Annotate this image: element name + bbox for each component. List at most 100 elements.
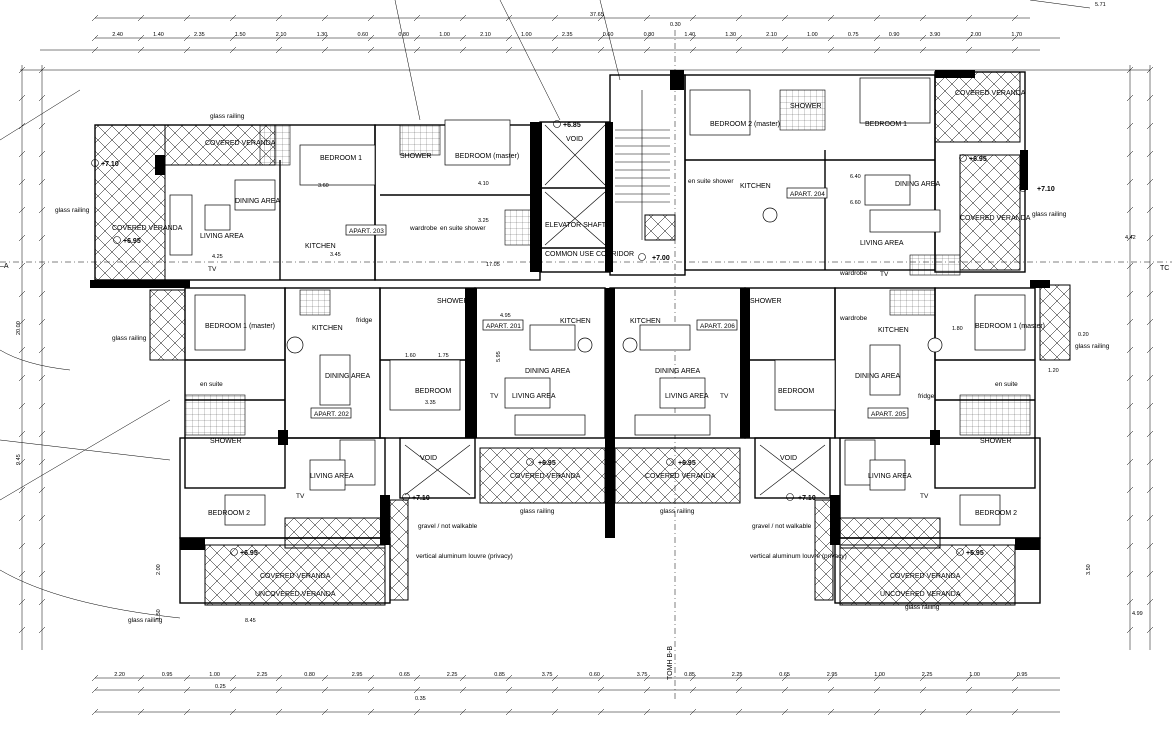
dimension-value: 6.40 — [850, 174, 861, 180]
label-section-tc: TC — [1160, 265, 1169, 272]
label-gravel-a: gravel / not walkable — [418, 523, 478, 530]
label-glass-railing-4: glass railing — [1032, 211, 1067, 218]
label-tv-e: TV — [296, 493, 305, 500]
level-marker: +6.95 — [969, 156, 987, 163]
dimension-value: 2.25 — [922, 672, 933, 678]
dimension-value: 0.80 — [398, 32, 409, 38]
level-marker: +7.10 — [1037, 186, 1055, 193]
dimension-value: 1.00 — [969, 672, 980, 678]
apartment-203: APART. 203 — [349, 228, 384, 235]
level-markers: +7.10 +6.85 +6.95 +7.00 +6.95 +6.95 +7.1… — [91, 120, 1055, 557]
dimension-value: 4.42 — [1125, 235, 1136, 241]
label-tv-b: TV — [880, 271, 889, 278]
dimension-value: 3.75 — [637, 672, 648, 678]
dimension-value: 3.75 — [542, 672, 553, 678]
dimension-value: 2.95 — [827, 672, 838, 678]
label-common-corridor: COMMON USE CORRIDOR — [545, 251, 634, 258]
dimension-value: 17.05 — [486, 262, 500, 268]
dimension-value: 1.00 — [439, 32, 450, 38]
dimension-value: 0.65 — [779, 672, 790, 678]
dimension-value: 20.00 — [16, 321, 22, 335]
label-dining-e: DINING AREA — [655, 368, 700, 375]
label-tv-c: TV — [490, 393, 499, 400]
level-marker: +6.95 — [123, 238, 141, 245]
dimension-value: 0.95 — [162, 672, 173, 678]
dimension-value: 1.75 — [438, 353, 449, 359]
dimension-value: 1.00 — [209, 672, 220, 678]
label-kitchen-b: KITCHEN — [740, 183, 771, 190]
label-kitchen-e: KITCHEN — [630, 318, 661, 325]
label-covered-veranda-8: COVERED VERANDA — [890, 573, 961, 580]
dimension-value: 6.60 — [850, 200, 861, 206]
label-living-e: LIVING AREA — [310, 473, 354, 480]
label-bedroom-2-b: BEDROOM 2 — [975, 510, 1017, 517]
level-marker: +7.10 — [798, 495, 816, 502]
dimension-value: 0.95 — [1017, 672, 1028, 678]
label-fridge-a: fridge — [356, 317, 373, 324]
dimension-value: 0.20 — [1078, 332, 1089, 338]
label-en-suite-shower-a: en suite shower — [440, 225, 486, 232]
level-marker: +6.95 — [966, 550, 984, 557]
label-en-suite-a: en suite — [200, 381, 223, 388]
label-dining-f: DINING AREA — [855, 373, 900, 380]
dimension-value: 2.25 — [257, 672, 268, 678]
dimension-value: 5.71 — [1095, 2, 1106, 8]
label-void-a: VOID — [566, 136, 583, 143]
label-elevator-shaft: ELEVATOR SHAFT — [545, 222, 607, 229]
label-louvre-b: vertical aluminum louvre (privacy) — [750, 553, 847, 560]
label-dining-d: DINING AREA — [525, 368, 570, 375]
dimension-value: 0.60 — [589, 672, 600, 678]
label-glass-railing-3: glass railing — [112, 335, 147, 342]
label-living-f: LIVING AREA — [868, 473, 912, 480]
dimension-value: 2.20 — [114, 672, 125, 678]
dimension-value: 9.45 — [16, 454, 22, 465]
dimension-value: 2.35 — [562, 32, 573, 38]
dimension-value: 0.85 — [684, 672, 695, 678]
level-marker: +6.95 — [240, 550, 258, 557]
dimension-value: 0.35 — [415, 696, 426, 702]
dimension-value: 5.95 — [496, 351, 502, 362]
dimension-lines — [0, 0, 1154, 716]
dimension-value: 0.65 — [399, 672, 410, 678]
level-marker: +6.85 — [563, 122, 581, 129]
dimension-value: 2.00 — [971, 32, 982, 38]
label-tv-f: TV — [920, 493, 929, 500]
dimension-value: 2.10 — [276, 32, 287, 38]
dimension-value: 3.60 — [318, 183, 329, 189]
room-labels: glass railing glass railing glass railin… — [0, 90, 1169, 680]
level-marker: +7.10 — [412, 495, 430, 502]
dimension-value: 0.75 — [848, 32, 859, 38]
dimension-value: 1.70 — [1011, 32, 1022, 38]
level-marker: +6.95 — [678, 460, 696, 467]
label-covered-veranda-3: COVERED VERANDA — [955, 90, 1026, 97]
label-glass-railing-7: glass railing — [520, 508, 555, 515]
dimension-value: 1.00 — [874, 672, 885, 678]
label-dining-b: DINING AREA — [895, 181, 940, 188]
label-glass-railing-9: glass railing — [905, 604, 940, 611]
apartment-201: APART. 201 — [486, 323, 521, 330]
label-dining-a: DINING AREA — [235, 198, 280, 205]
dimension-value: 2.35 — [194, 32, 205, 38]
label-covered-veranda-7: COVERED VERANDA — [260, 573, 331, 580]
label-section-a: –A — [0, 263, 9, 270]
dimension-value: 0.80 — [304, 672, 315, 678]
label-en-suite-b: en suite — [995, 381, 1018, 388]
level-marker: +6.95 — [538, 460, 556, 467]
apartment-202: APART. 202 — [314, 411, 349, 418]
dimension-value: 0.60 — [357, 32, 368, 38]
label-shower-d: SHOWER — [750, 298, 782, 305]
label-covered-veranda-2: COVERED VERANDA — [112, 225, 183, 232]
label-glass-railing-2: glass railing — [55, 207, 90, 214]
dimension-value: 1.30 — [317, 32, 328, 38]
dimension-value: 2.95 — [352, 672, 363, 678]
dimension-value: 1.00 — [521, 32, 532, 38]
dimension-value: 1.60 — [405, 353, 416, 359]
dimension-value: 4.95 — [500, 313, 511, 319]
label-wardrobe-c: wardrobe — [839, 315, 867, 322]
dimension-value: 4.10 — [478, 181, 489, 187]
dimension-value: 3.45 — [330, 252, 341, 258]
dimension-value: 37.65 — [590, 12, 604, 18]
dimension-value: 0.80 — [644, 32, 655, 38]
